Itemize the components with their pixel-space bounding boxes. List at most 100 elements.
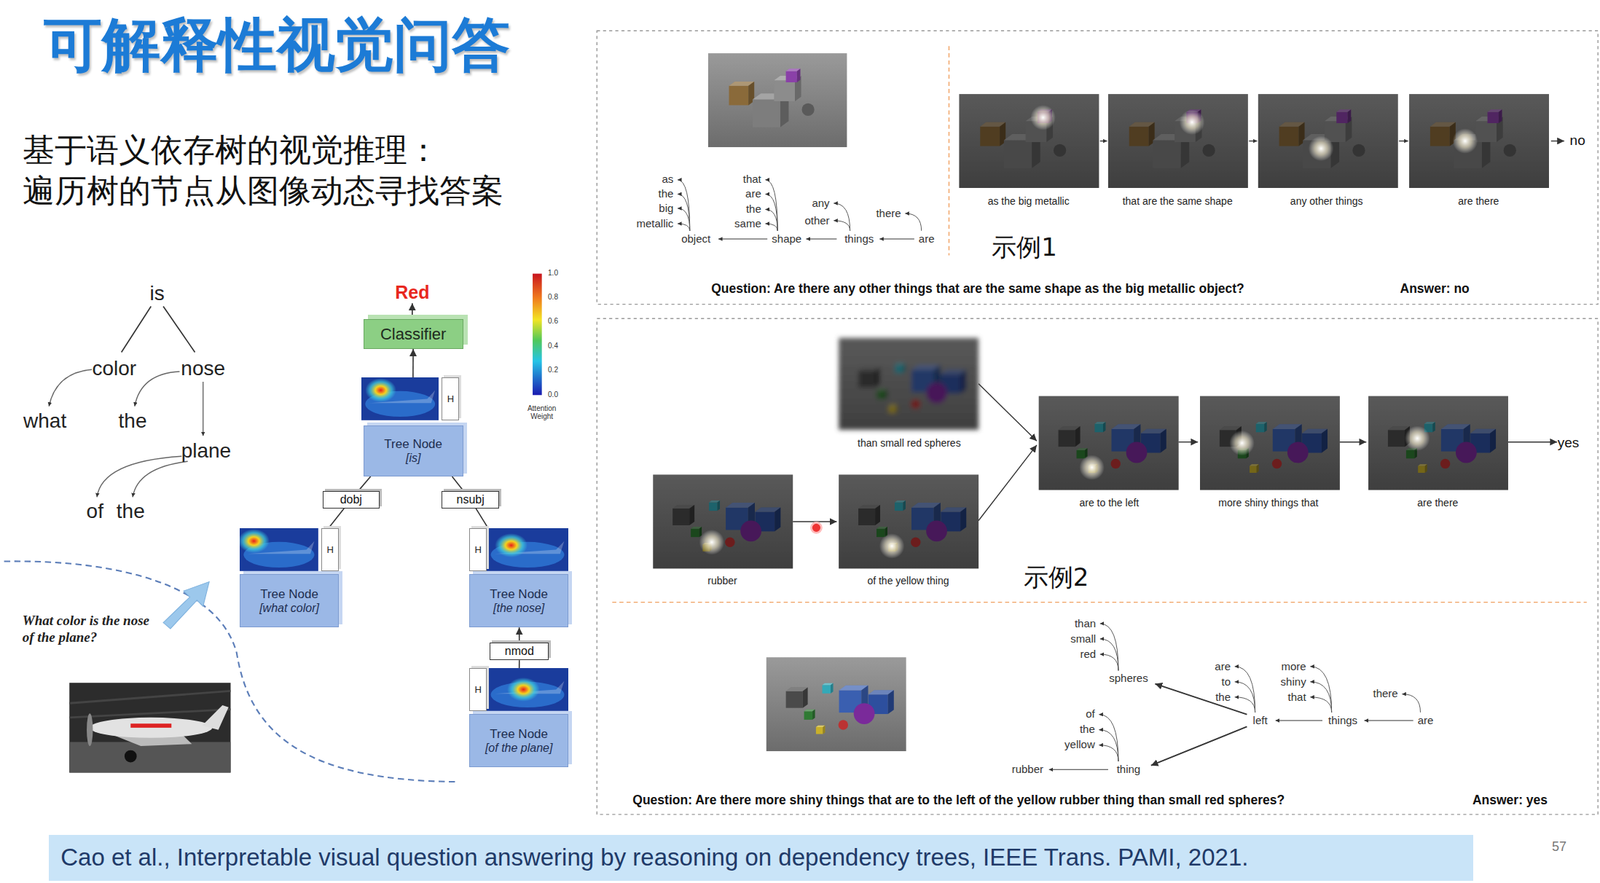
sphere	[802, 103, 815, 116]
plane-tail	[201, 705, 229, 731]
relation-label-box: dobj	[322, 491, 380, 509]
map-ground	[486, 668, 569, 712]
scene-content	[1409, 93, 1549, 188]
cube-side	[822, 725, 825, 735]
arrow-line	[163, 306, 195, 352]
tree-node: Tree Node[is]H	[361, 377, 465, 477]
scene-image	[838, 475, 979, 570]
tree-word: there	[1372, 687, 1398, 701]
scene-image	[838, 338, 979, 430]
scene-ground	[1108, 93, 1249, 188]
cube	[786, 691, 803, 709]
scene-content	[1038, 396, 1179, 491]
dependency-arc	[765, 179, 778, 231]
tree-word: thing	[1116, 762, 1141, 776]
dependency-arc	[132, 461, 188, 497]
scene-ground	[708, 53, 847, 148]
attention-shade	[1409, 93, 1549, 188]
dependency-arc	[1234, 666, 1256, 713]
scene-content	[1368, 396, 1509, 491]
node-text: H	[475, 684, 482, 696]
separator	[948, 45, 950, 256]
scene-image	[1409, 93, 1549, 188]
cube-side	[802, 687, 809, 709]
hidden-state-box: H	[469, 668, 487, 712]
tree-word: what	[23, 409, 67, 433]
scene-ground	[1038, 396, 1179, 491]
tree-word: color	[91, 356, 137, 380]
scene-content	[652, 475, 793, 570]
node-text: Tree Node	[489, 587, 548, 602]
step-caption: that are the same shape	[1122, 195, 1233, 207]
arrow-line	[1508, 441, 1558, 443]
tree-connector	[475, 508, 489, 529]
relation-label-box: nmod	[489, 642, 549, 661]
tree-word: there	[875, 206, 901, 220]
tree-word: more	[1280, 660, 1306, 673]
scene-ground	[838, 338, 979, 430]
tree-word: spheres	[1108, 672, 1148, 685]
step-caption: are there	[1417, 496, 1458, 509]
scene-ground	[838, 475, 979, 570]
scene-image	[958, 93, 1099, 188]
scene-image	[1108, 93, 1249, 188]
node-text: H	[475, 544, 482, 556]
arrow-line	[879, 238, 915, 239]
wheel	[124, 750, 137, 763]
attention-shade	[1368, 396, 1509, 491]
arrow-line	[1398, 140, 1409, 142]
dependency-arc	[904, 213, 921, 231]
scene-content	[1108, 93, 1249, 188]
attention-peak	[507, 677, 540, 702]
scene-image	[1200, 396, 1340, 491]
attention-shade	[1200, 396, 1340, 491]
dependency-arc	[1100, 623, 1119, 671]
tree-node-block: Tree Node[of the plane]	[469, 714, 569, 768]
dependency-arc	[765, 209, 778, 231]
tree-word: is	[150, 281, 165, 306]
attention-map	[486, 668, 569, 712]
separator	[612, 601, 1587, 603]
flow-arrow	[163, 582, 210, 629]
tree-word: red	[1079, 647, 1096, 661]
attention-map	[361, 377, 439, 421]
node-text: Classifier	[380, 324, 446, 344]
map-ground	[486, 528, 569, 572]
attention-shade	[1038, 396, 1179, 491]
dependency-arc	[1401, 694, 1421, 713]
tree-word: to	[1221, 675, 1231, 688]
node-text: Cao et al., Interpretable visual questio…	[60, 843, 1249, 872]
colorbar-tick: 0.6	[547, 316, 559, 326]
node-text: nmod	[504, 644, 535, 658]
node-text: Tree Node	[383, 437, 443, 452]
tree-word: the	[746, 202, 762, 215]
classifier-box: Classifier	[363, 319, 464, 349]
dependency-arc	[202, 381, 204, 436]
node-text: Tree Node	[489, 727, 548, 742]
colorbar-tick: 1.0	[547, 269, 559, 279]
tree-word: plane	[181, 439, 232, 463]
scene-ground	[1200, 396, 1340, 491]
tree-connector	[451, 476, 464, 492]
cube-side	[812, 709, 815, 720]
dependency-arc	[1310, 666, 1332, 713]
tree-connector	[358, 476, 371, 492]
tree-word: of	[1085, 708, 1096, 721]
tree-node-block: Tree Node[the nose]	[469, 574, 569, 628]
scene-ground	[1368, 396, 1509, 491]
step-caption: of the yellow thing	[867, 574, 949, 587]
tree-word: rubber	[1012, 762, 1044, 776]
cube-side	[888, 689, 894, 715]
sphere	[853, 703, 876, 725]
tree-word: the	[118, 409, 148, 433]
scene-content	[838, 338, 979, 430]
subtitle: 基于语义依存树的视觉推理：	[22, 131, 440, 170]
tree-node-block: Tree Node[is]	[363, 425, 464, 477]
question-text: Question: Are there any other things tha…	[711, 281, 1245, 296]
subtitle: 遍历树的节点从图像动态寻找答案	[22, 172, 504, 210]
cube	[822, 684, 832, 694]
arrow-line	[1248, 140, 1257, 142]
slide-title: 可解释性视觉问答	[43, 13, 511, 78]
tree-word: that	[743, 173, 762, 186]
dependency-arc	[48, 369, 92, 406]
